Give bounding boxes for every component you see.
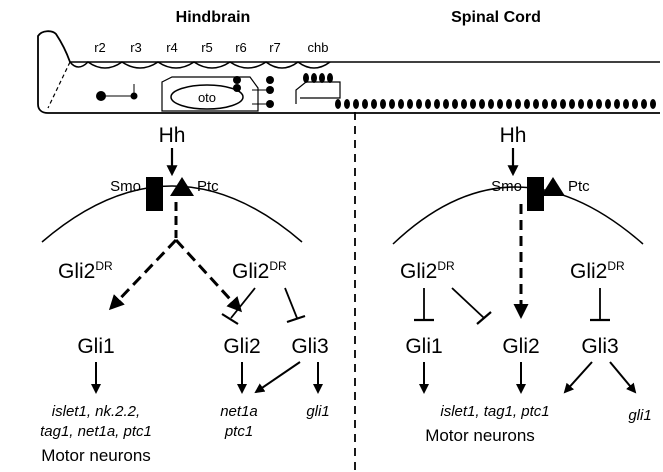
gli3-targets: gli1 <box>306 403 329 420</box>
hh-label: Hh <box>500 124 527 147</box>
hindbrain-pathway: Hh Smo Ptc Gli2DR Gli2DR Gli1 Gli2 Gli3 … <box>40 124 330 465</box>
hh-label: Hh <box>159 124 186 147</box>
rhombomere-label: r5 <box>201 40 213 55</box>
gli2dr-left-label: Gli2DR <box>58 259 113 283</box>
smo-receptor <box>146 177 163 211</box>
smo-label: Smo <box>110 178 141 195</box>
ptc-receptor <box>541 177 565 196</box>
spinal-targets: islet1, tag1, ptc1 <box>440 403 549 420</box>
ptc-label: Ptc <box>568 178 590 195</box>
gli2dr-right-label: Gli2DR <box>232 259 287 283</box>
rhombomere-label: r2 <box>94 40 106 55</box>
hindbrain-header: Hindbrain <box>176 9 251 26</box>
smo-receptor <box>527 177 544 211</box>
gli3-node: Gli3 <box>581 335 618 358</box>
spinal-motor-neurons: Motor neurons <box>425 426 535 445</box>
gli3-node: Gli3 <box>291 335 328 358</box>
rhombomere-label: chb <box>308 40 329 55</box>
gli1-node: Gli1 <box>405 335 442 358</box>
gli1-targets-line1: islet1, nk.2.2, <box>52 403 140 420</box>
gli2-targets-line1: net1a <box>220 403 258 420</box>
ptc-receptor <box>170 177 194 196</box>
cell-membrane <box>392 186 644 245</box>
gli2dr-left-label: Gli2DR <box>400 259 455 283</box>
gli2-node: Gli2 <box>502 335 539 358</box>
spinal-neuron-row <box>335 99 656 109</box>
gli1-node: Gli1 <box>77 335 114 358</box>
spinal-pathway: Hh Smo Ptc Gli2DR Gli2DR Gli1 Gli2 Gli3 … <box>392 124 652 445</box>
ptc-label: Ptc <box>197 178 219 195</box>
rhombomere-label: r7 <box>269 40 281 55</box>
gli2-targets-line2: ptc1 <box>224 423 253 440</box>
gli2-node: Gli2 <box>223 335 260 358</box>
embryo-schematic: oto r2 r3 <box>37 30 660 114</box>
gli1-targets-line2: tag1, net1a, ptc1 <box>40 423 152 440</box>
spinal-cord-header: Spinal Cord <box>451 9 541 26</box>
rhombomere-label: r3 <box>130 40 142 55</box>
cell-membrane <box>41 185 303 243</box>
gli3-targets: gli1 <box>628 407 651 424</box>
rhombomere-label: r6 <box>235 40 247 55</box>
smo-label: Smo <box>491 178 522 195</box>
oto-label: oto <box>198 90 216 105</box>
gli2dr-right-label: Gli2DR <box>570 259 625 283</box>
hindbrain-motor-neurons: Motor neurons <box>41 446 151 465</box>
rhombomere-label: r4 <box>166 40 178 55</box>
